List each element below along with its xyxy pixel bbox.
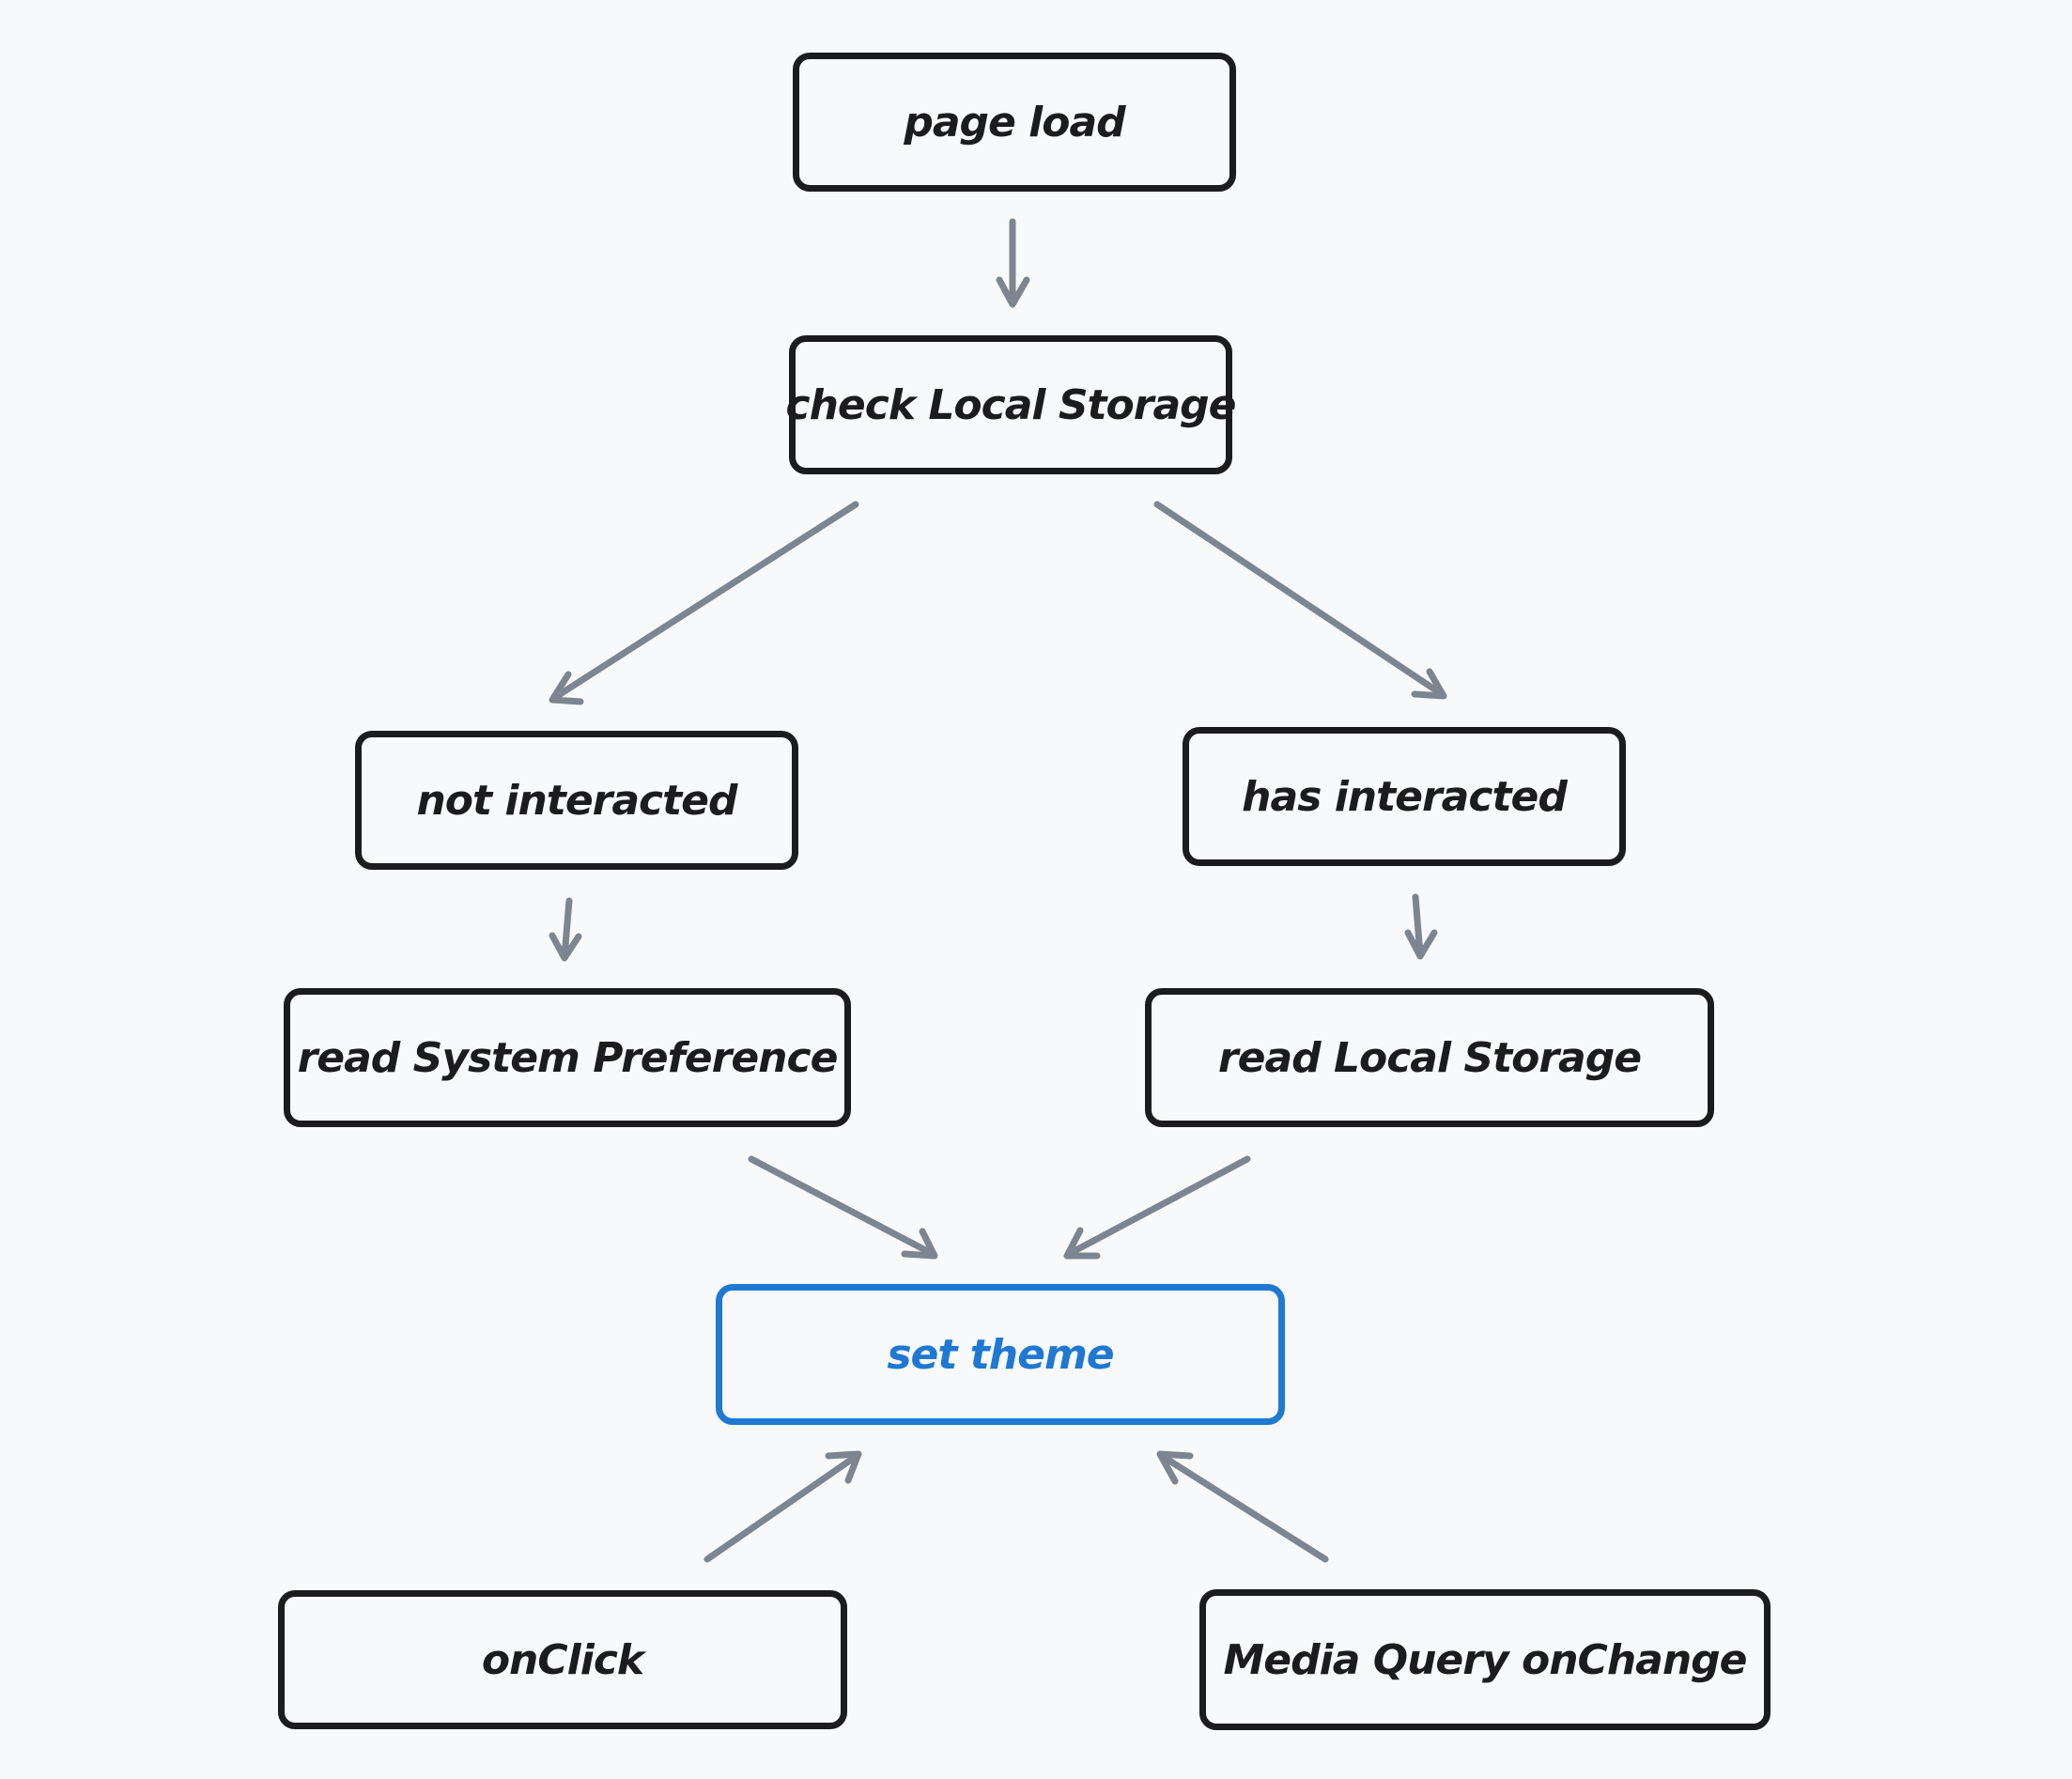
node-has-interacted: has interacted bbox=[1183, 727, 1626, 866]
arrow-not-interacted-to-read-system-preference bbox=[549, 897, 582, 962]
node-not-interacted: not interacted bbox=[355, 731, 798, 870]
node-label: Media Query onChange bbox=[1223, 1635, 1747, 1684]
node-label: not interacted bbox=[416, 776, 737, 825]
node-set-theme: set theme bbox=[716, 1284, 1285, 1425]
node-label: read Local Storage bbox=[1217, 1033, 1642, 1082]
arrow-media-query-on-change-to-set-theme bbox=[1156, 1450, 1329, 1563]
node-label: read System Preference bbox=[297, 1033, 839, 1082]
arrow-read-local-storage-to-set-theme bbox=[1063, 1155, 1251, 1260]
node-check-local-storage: check Local Storage bbox=[785, 335, 1237, 474]
arrow-on-click-to-set-theme bbox=[704, 1450, 862, 1563]
node-label: check Local Storage bbox=[785, 380, 1236, 429]
arrow-check-local-storage-to-not-interacted bbox=[549, 501, 859, 705]
arrow-check-local-storage-to-has-interacted bbox=[1153, 501, 1447, 700]
node-on-click: onClick bbox=[278, 1590, 847, 1729]
node-read-local-storage: read Local Storage bbox=[1145, 988, 1714, 1127]
node-label: onClick bbox=[481, 1635, 644, 1684]
arrow-read-system-preference-to-set-theme bbox=[748, 1155, 938, 1260]
node-page-load: page load bbox=[793, 53, 1236, 192]
node-label: page load bbox=[904, 98, 1125, 147]
node-media-query-on-change: Media Query onChange bbox=[1199, 1589, 1770, 1730]
node-read-system-preference: read System Preference bbox=[284, 988, 851, 1127]
node-label: set theme bbox=[887, 1330, 1114, 1379]
arrow-has-interacted-to-read-local-storage bbox=[1404, 893, 1438, 960]
node-label: has interacted bbox=[1242, 772, 1568, 821]
arrow-page-load-to-check-local-storage bbox=[996, 218, 1030, 308]
